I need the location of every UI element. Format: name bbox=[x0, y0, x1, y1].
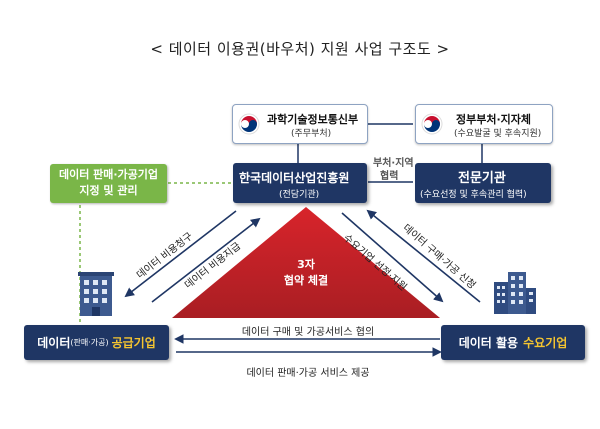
kdata-name: 한국데이터산업진흥원 bbox=[239, 171, 350, 185]
demander-highlight: 수요기업 bbox=[523, 336, 568, 350]
demander-building-icon bbox=[494, 272, 536, 314]
arrow-cost-claim bbox=[124, 210, 237, 298]
arrow-demand-select bbox=[341, 212, 444, 303]
agreement-triangle bbox=[172, 207, 440, 318]
coop-label-line1: 부처·지역 bbox=[373, 158, 414, 169]
expert-role: (수요선정 및 후속관리 협력) bbox=[420, 190, 527, 200]
supplier-prefix: 데이터 bbox=[37, 336, 71, 350]
expert-name: 전문기관 bbox=[458, 171, 506, 186]
designation-line1: 데이터 판매·가공기업 bbox=[58, 168, 159, 181]
supplier-box: 데이터 (판매·가공) 공급기업 bbox=[24, 325, 169, 360]
supplier-building-icon bbox=[78, 272, 114, 316]
designation-box: 데이터 판매·가공기업 지정 및 관리 bbox=[50, 164, 167, 203]
label-consult: 데이터 구매 및 가공서비스 협의 bbox=[241, 327, 375, 338]
supplier-highlight: 공급기업 bbox=[111, 336, 156, 350]
diagram-title: < 데이터 이용권(바우처) 지원 사업 구조도 > bbox=[150, 40, 450, 58]
supplier-sub: (판매·가공) bbox=[70, 338, 109, 347]
triangle-line2: 협약 체결 bbox=[283, 274, 329, 287]
coop-label-line2: 협력 bbox=[380, 171, 399, 182]
msit-name: 과학기술정보통신부 bbox=[267, 113, 359, 126]
designation-line2: 지정 및 관리 bbox=[79, 184, 138, 197]
expert-box: 전문기관 (수요선정 및 후속관리 협력) bbox=[415, 163, 551, 203]
label-provide: 데이터 판매·가공 서비스 제공 bbox=[246, 368, 370, 379]
ministries-box: 정부부처·지자체 (수요발굴 및 후속지원) bbox=[415, 104, 553, 144]
kdata-role: (전담기관) bbox=[279, 190, 320, 200]
korea-emblem-icon bbox=[238, 113, 260, 135]
korea-emblem-icon bbox=[421, 113, 443, 135]
demander-box: 데이터 활용 수요기업 bbox=[441, 325, 585, 360]
msit-box: 과학기술정보통신부 (주무부처) bbox=[232, 104, 368, 144]
msit-role: (주무부처) bbox=[291, 129, 332, 139]
arrow-buy-apply bbox=[366, 209, 481, 303]
ministries-name: 정부부처·지자체 bbox=[456, 113, 532, 126]
arrow-cost-pay bbox=[151, 217, 261, 303]
triangle-line1: 3자 bbox=[297, 258, 315, 271]
kdata-box: 한국데이터산업진흥원 (전담기관) bbox=[233, 163, 367, 203]
ministries-role: (수요발굴 및 후속지원) bbox=[454, 129, 542, 139]
demander-prefix: 데이터 활용 bbox=[458, 336, 519, 350]
